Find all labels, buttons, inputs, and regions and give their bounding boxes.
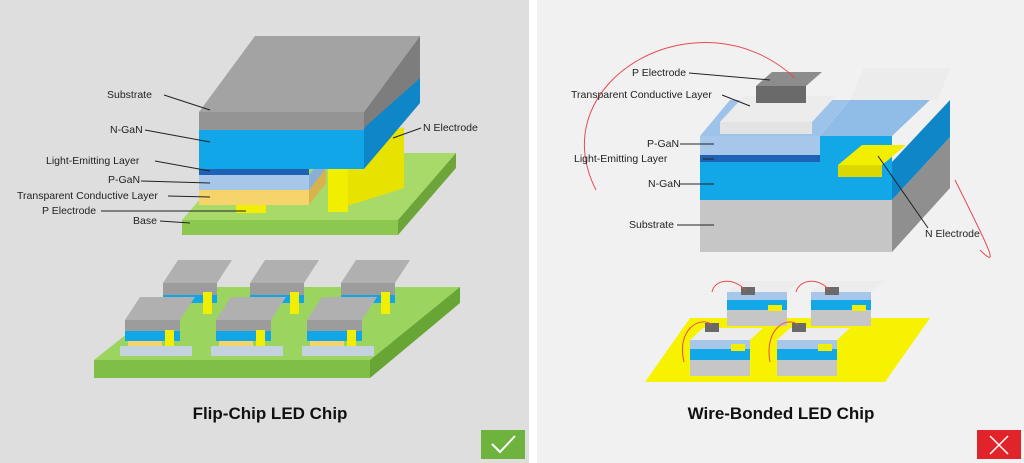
label-transparent-layer-right: Transparent Conductive Layer bbox=[571, 89, 712, 101]
label-n-electrode: N Electrode bbox=[423, 122, 478, 134]
wire-bonded-diagram bbox=[583, 41, 991, 258]
wire-bonded-labels: P Electrode Transparent Conductive Layer… bbox=[571, 67, 980, 240]
flip-chip-labels: Substrate N-GaN Light-Emitting Layer P-G… bbox=[17, 89, 478, 227]
label-n-gan: N-GaN bbox=[110, 124, 143, 136]
label-n-gan-right: N-GaN bbox=[648, 178, 681, 190]
label-n-electrode-right: N Electrode bbox=[925, 228, 980, 240]
label-light-emitting-right: Light-Emitting Layer bbox=[574, 153, 668, 165]
flip-chip-array bbox=[94, 260, 460, 378]
label-p-electrode: P Electrode bbox=[42, 205, 96, 217]
flip-chip-diagram bbox=[182, 36, 456, 235]
label-p-electrode-right: P Electrode bbox=[632, 67, 686, 79]
check-icon bbox=[481, 430, 525, 459]
cross-icon bbox=[977, 430, 1021, 459]
wire-bonded-array bbox=[645, 280, 930, 382]
label-light-emitting-layer: Light-Emitting Layer bbox=[46, 155, 140, 167]
caption-wire-bonded: Wire-Bonded LED Chip bbox=[688, 404, 875, 423]
label-substrate: Substrate bbox=[107, 89, 152, 101]
label-p-gan-right: P-GaN bbox=[647, 138, 679, 150]
label-base: Base bbox=[133, 215, 157, 227]
panel-divider bbox=[529, 0, 537, 463]
caption-flip-chip: Flip-Chip LED Chip bbox=[193, 404, 348, 423]
label-transparent-layer: Transparent Conductive Layer bbox=[17, 190, 158, 202]
label-p-gan: P-GaN bbox=[108, 174, 140, 186]
label-substrate-right: Substrate bbox=[629, 219, 674, 231]
